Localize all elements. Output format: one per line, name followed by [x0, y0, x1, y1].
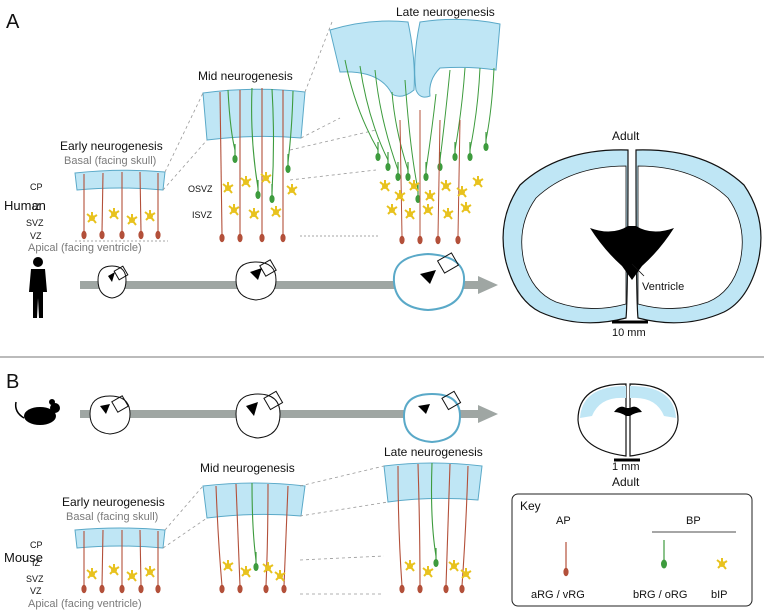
mouse-brain-mid-icon — [235, 390, 284, 439]
human-brain-mid-icon — [235, 259, 277, 301]
human-adult-label: Adult — [612, 129, 640, 143]
key-ap-label: AP — [556, 515, 571, 527]
human-early-cp-band — [74, 169, 166, 191]
mouse-mid-cp-band — [202, 482, 306, 519]
mouse-early-basal-label: Basal (facing skull) — [66, 511, 158, 523]
mouse-early-neurogenesis: Early neurogenesis Basal (facing skull) … — [26, 495, 166, 610]
mouse-scale-label: 1 mm — [612, 461, 640, 473]
human-early-apical-label: Apical (facing ventricle) — [28, 242, 142, 254]
human-scale-label: 10 mm — [612, 327, 646, 339]
mouse-late-cp-band — [383, 462, 483, 503]
mouse-zone-vz: VZ — [30, 586, 42, 596]
mouse-late-neurogenesis: Late neurogenesis — [383, 445, 483, 594]
human-mid-title: Mid neurogenesis — [198, 69, 293, 83]
mouse-early-cp-band — [74, 527, 166, 549]
human-mid-neurogenesis: Mid neurogenesis OSVZ ISVZ — [188, 69, 380, 243]
human-zone-cp: CP — [30, 182, 43, 192]
human-mid-cp-band — [202, 88, 306, 141]
mouse-early-apical-label: Apical (facing ventricle) — [28, 598, 142, 610]
human-timeline — [80, 252, 498, 312]
mouse-brain-late-icon — [402, 390, 462, 444]
mouse-early-title: Early neurogenesis — [62, 495, 165, 509]
mouse-timeline — [80, 390, 498, 444]
human-early-neurogenesis: Early neurogenesis Basal (facing skull) … — [26, 139, 168, 254]
mouse-silhouette-icon — [14, 399, 60, 425]
human-late-gyrus-right — [414, 18, 501, 98]
mouse-late-title: Late neurogenesis — [384, 445, 483, 459]
panel-a-letter: A — [6, 11, 20, 33]
panel-b-letter: B — [6, 371, 19, 393]
human-species-label: Human — [4, 198, 46, 213]
human-late-gyrus-left — [329, 20, 415, 97]
human-silhouette-icon — [29, 257, 47, 318]
mouse-mid-neurogenesis: Mid neurogenesis — [200, 461, 306, 594]
human-zone-svz: SVZ — [26, 218, 44, 228]
human-zone-osvz: OSVZ — [188, 184, 213, 194]
human-zone-iz: IZ — [32, 202, 41, 212]
human-late-title: Late neurogenesis — [396, 5, 495, 19]
mouse-adult-brain: 1 mm Adult — [577, 383, 679, 489]
mouse-brain-early-icon — [89, 395, 131, 435]
mouse-zone-iz: IZ — [32, 558, 41, 568]
human-adult-ventricle — [590, 226, 674, 280]
human-early-title: Early neurogenesis — [60, 139, 163, 153]
key-brg-label: bRG / oRG — [633, 589, 687, 601]
mouse-adult-label: Adult — [612, 475, 640, 489]
human-brain-late-icon — [392, 252, 466, 312]
human-ventricle-label: Ventricle — [642, 281, 684, 293]
key-arg-label: aRG / vRG — [531, 589, 585, 601]
mouse-adult-ventricle — [614, 406, 642, 416]
mouse-species-label: Mouse — [4, 550, 43, 565]
human-zone-isvz: ISVZ — [192, 210, 213, 220]
human-early-basal-label: Basal (facing skull) — [64, 155, 156, 167]
key-bp-label: BP — [686, 515, 701, 527]
mouse-zone-svz: SVZ — [26, 574, 44, 584]
key-title: Key — [520, 499, 541, 513]
legend-key: Key AP BP aRG / vRG bRG / oRG bIP — [511, 493, 753, 607]
human-zone-vz: VZ — [30, 231, 42, 241]
human-late-neurogenesis: Late neurogenesis — [329, 5, 501, 245]
mouse-mid-title: Mid neurogenesis — [200, 461, 295, 475]
human-brain-early-icon — [97, 265, 129, 299]
key-bip-label: bIP — [711, 589, 728, 601]
human-adult-brain: Adult Ventricle 10 mm — [502, 129, 762, 339]
mouse-zone-cp: CP — [30, 540, 43, 550]
